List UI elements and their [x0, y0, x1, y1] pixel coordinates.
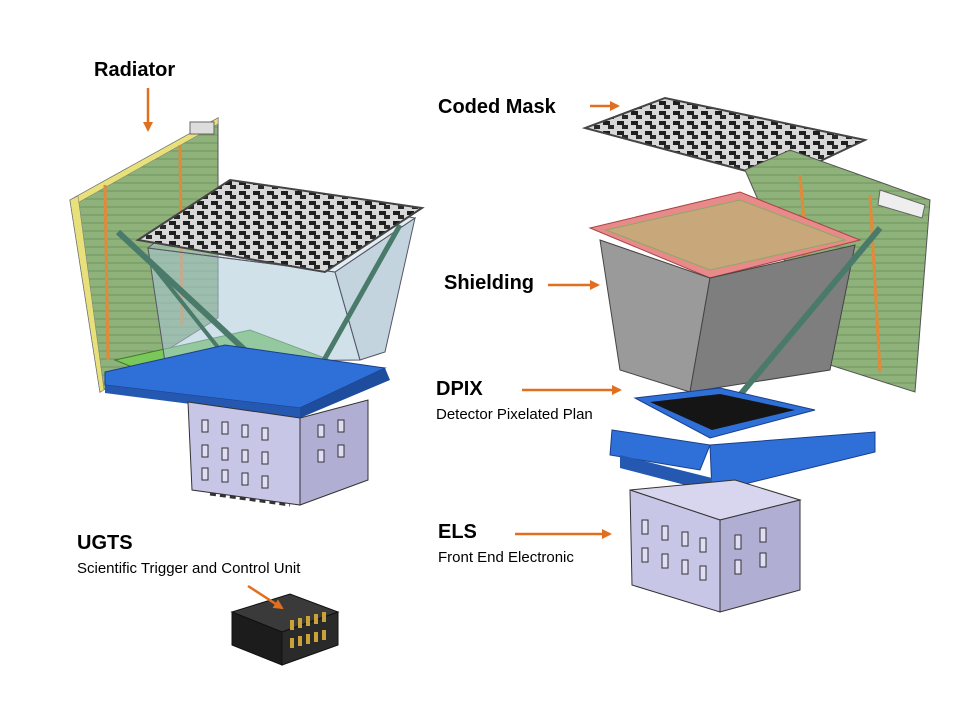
ugts-label: UGTS	[77, 532, 133, 554]
els-part	[629, 479, 802, 613]
assembled-instrument	[69, 117, 425, 507]
callout-arrows	[143, 88, 622, 610]
dpix-part	[633, 387, 816, 439]
els-box-assembled	[187, 399, 369, 507]
shielding-part	[588, 191, 862, 393]
els-label: ELS	[438, 521, 477, 543]
els-sublabel: Front End Electronic	[438, 549, 574, 566]
blue-frame-part	[609, 429, 876, 493]
dpix-sublabel: Detector Pixelated Plan	[436, 406, 593, 423]
radiator-label: Radiator	[94, 59, 176, 81]
shielding-label: Shielding	[444, 272, 534, 294]
dpix-label: DPIX	[436, 378, 483, 400]
ugts-part	[230, 593, 340, 666]
exploded-view	[230, 96, 931, 666]
ugts-arrow	[247, 584, 284, 610]
coded-mask-label: Coded Mask	[438, 96, 556, 118]
ugts-sublabel: Scientific Trigger and Control Unit	[77, 560, 301, 577]
